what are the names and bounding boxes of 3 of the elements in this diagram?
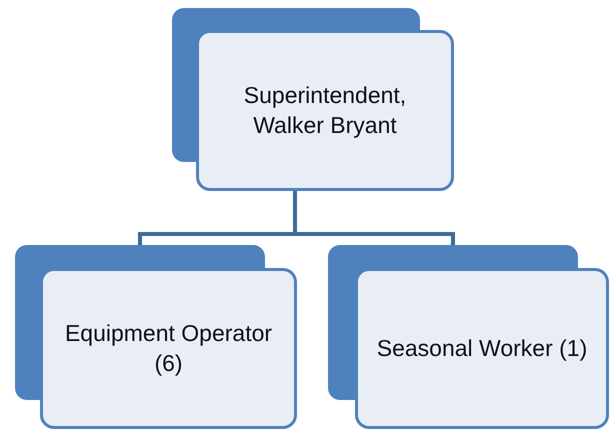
node-label: Seasonal Worker (1)	[376, 334, 588, 363]
node-label: Superintendent, Walker Bryant	[242, 80, 408, 140]
node-label: Equipment Operator (6)	[64, 318, 274, 378]
